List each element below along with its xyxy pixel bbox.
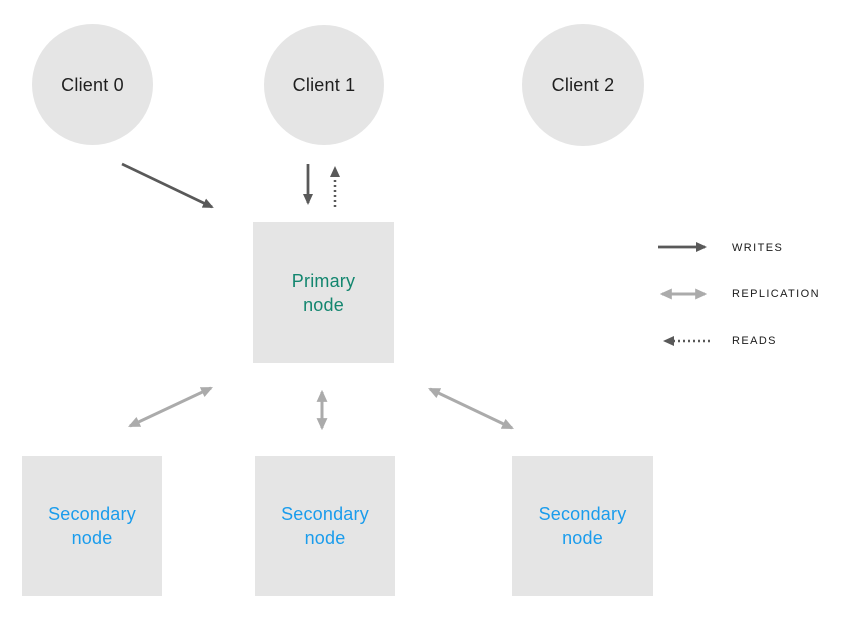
primary-node: Primary node xyxy=(253,222,394,363)
client-1-node: Client 1 xyxy=(264,25,384,145)
client-2-label: Client 2 xyxy=(551,75,615,95)
legend-label-replication: REPLICATION xyxy=(732,288,820,300)
replication-arrow-right xyxy=(428,387,514,430)
client-1-label: Client 1 xyxy=(292,75,356,95)
secondary-node-1: Secondary node xyxy=(22,456,162,596)
writes-arrow-client0-to-primary xyxy=(121,162,214,209)
secondary-node-2-label: Secondary node xyxy=(281,504,369,548)
secondary-node-2: Secondary node xyxy=(255,456,395,596)
primary-node-label: Primary node xyxy=(291,270,356,315)
client-0-node: Client 0 xyxy=(32,24,153,145)
replication-arrow-left xyxy=(128,386,213,428)
legend-label-writes: WRITES xyxy=(732,242,784,254)
secondary-node-3: Secondary node xyxy=(512,456,653,596)
secondary-node-3-label: Secondary node xyxy=(538,504,627,548)
secondary-node-1-label: Secondary node xyxy=(48,504,136,548)
legend-label-reads: READS xyxy=(732,335,777,347)
client-0-label: Client 0 xyxy=(61,74,124,95)
client-2-node: Client 2 xyxy=(522,24,644,146)
